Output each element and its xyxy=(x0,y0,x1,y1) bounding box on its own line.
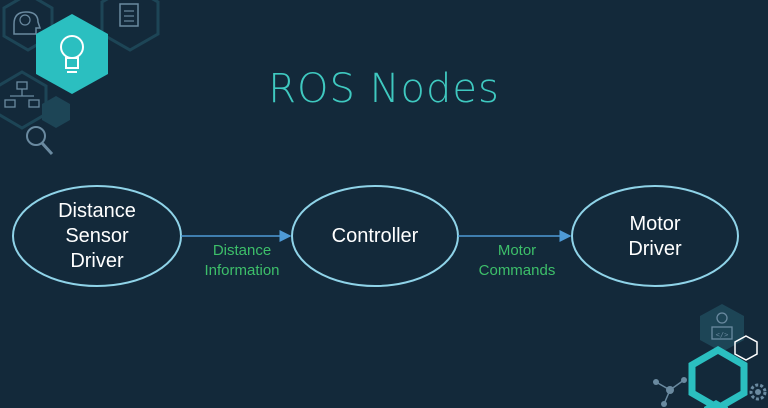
node-label-distance-sensor-driver: Distance Sensor Driver xyxy=(58,200,136,272)
edge-label-motor-commands: Motor Commands xyxy=(478,242,556,279)
node-motor-driver xyxy=(571,185,739,287)
large-hexagon xyxy=(688,345,748,408)
lightbulb-icon xyxy=(36,14,108,94)
magnifier-icon xyxy=(26,126,54,156)
svg-text:</>: </> xyxy=(716,331,729,339)
flowchart-icon xyxy=(0,70,48,130)
developer-icon: </> xyxy=(700,304,744,352)
gear-icon xyxy=(749,383,767,401)
small-hexagon xyxy=(734,335,758,361)
brain-head-icon xyxy=(2,0,54,52)
node-label-controller: Controller xyxy=(331,225,419,247)
molecule-icon xyxy=(653,377,687,407)
document-icon xyxy=(100,0,160,52)
node-label-motor-driver: Motor Driver xyxy=(628,213,682,260)
page-title: ROS Nodes xyxy=(268,66,500,112)
small-hexagon xyxy=(42,96,70,128)
edge-label-distance-information: Distance Information xyxy=(204,242,280,279)
small-hexagon xyxy=(704,400,728,408)
